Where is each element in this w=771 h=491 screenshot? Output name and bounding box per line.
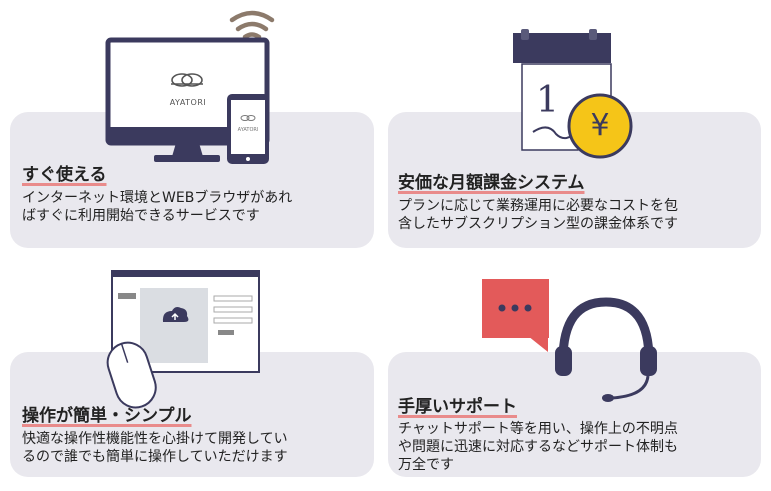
feature-title-pricing: 安価な月額課金システム xyxy=(398,173,585,193)
browser-illustration xyxy=(106,270,260,409)
feature-title-support: 手厚いサポート xyxy=(398,397,517,417)
feature-desc-line: や問題に迅速に対応するなどサポート体制も xyxy=(398,439,678,455)
chat-bubble-icon xyxy=(482,279,549,352)
devices-illustration xyxy=(105,10,275,164)
feature-desc-line: 万全です xyxy=(398,457,454,473)
headset-icon xyxy=(555,297,657,402)
feature-desc-line: インターネット環境とWEBブラウザがあれ xyxy=(22,190,293,206)
phone-brand-label: AYATORI xyxy=(237,127,259,133)
feature-desc-line: るので誰でも簡単に操作していただけます xyxy=(22,449,288,465)
feature-desc-line: チャットサポート等を用い、操作上の不明点 xyxy=(398,421,678,437)
feature-desc-easy: インターネット環境とWEBブラウザがあれ ばすぐに利用開始できるサービスです xyxy=(22,189,292,225)
yen-symbol: ¥ xyxy=(590,108,610,143)
knot-logo-icon xyxy=(171,73,203,87)
smartphone-icon xyxy=(227,94,269,164)
billing-illustration xyxy=(513,29,633,159)
calendar-day-number: 1 xyxy=(536,80,559,121)
wifi-icon xyxy=(229,10,275,40)
mouse-icon xyxy=(106,341,157,409)
feature-desc-support: チャットサポート等を用い、操作上の不明点 や問題に迅速に対応するなどサポート体制… xyxy=(398,420,678,474)
support-illustration xyxy=(482,279,657,402)
feature-desc-line: ばすぐに利用開始できるサービスです xyxy=(22,208,260,224)
feature-desc-line: プランに応じて業務運用に必要なコストを包 xyxy=(398,198,678,214)
feature-title-easy: すぐ使える xyxy=(22,165,107,185)
feature-desc-line: 含したサブスクリプション型の課金体系です xyxy=(398,216,678,232)
feature-desc-line: 快適な操作性機能性を心掛けて開発してい xyxy=(22,431,288,447)
feature-desc-simple: 快適な操作性機能性を心掛けて開発してい るので誰でも簡単に操作していただけます xyxy=(22,430,288,466)
monitor-brand-label: AYATORI xyxy=(169,98,207,107)
cloud-upload-icon xyxy=(162,307,189,322)
feature-card-support xyxy=(388,352,761,477)
yen-coin-icon xyxy=(567,93,633,159)
feature-title-simple: 操作が簡単・シンプル xyxy=(22,406,192,426)
feature-desc-pricing: プランに応じて業務運用に必要なコストを包 含したサブスクリプション型の課金体系で… xyxy=(398,197,678,233)
